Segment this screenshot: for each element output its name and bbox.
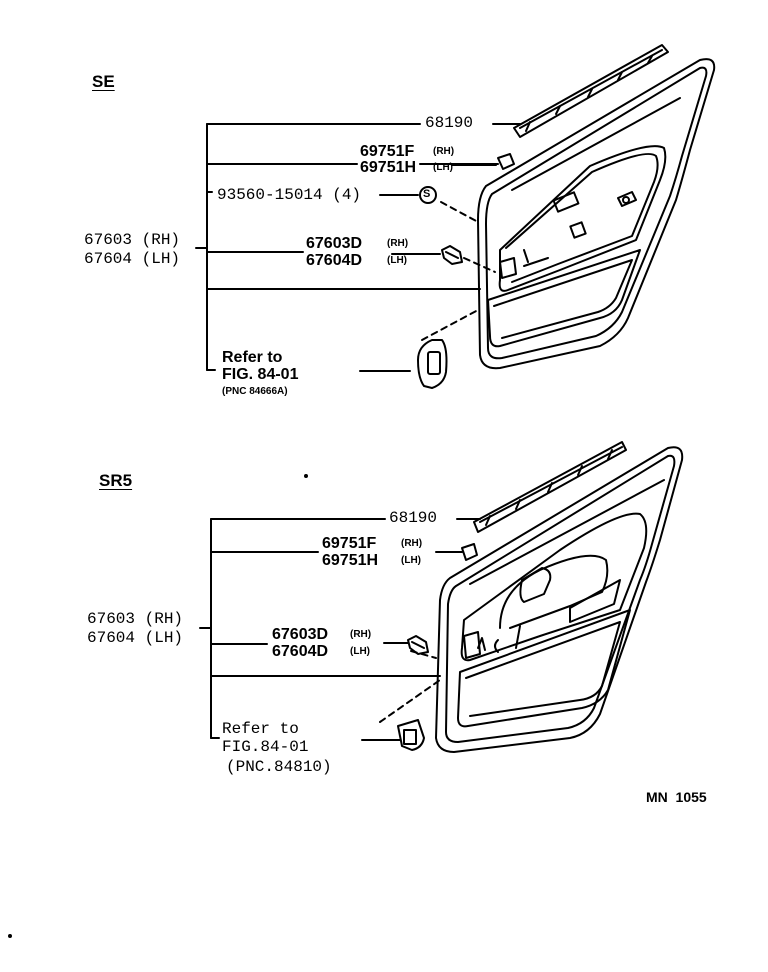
sr5-refer-line1: Refer to [222,720,299,738]
figure-code: MN 1055 [646,789,707,805]
sr5-clip-lh-label: 69751H [322,552,379,569]
se-fastener [441,245,463,265]
se-clip-rh-label: 69751F [360,143,415,160]
sr5-switch-bezel [397,719,425,751]
se-board-lh-label: 67604 (LH) [84,250,181,268]
se-fastener-rh-tag: (RH) [387,238,409,249]
sr5-clip [461,543,478,561]
se-refer-line2: FIG. 84-01 [222,366,299,383]
sr5-fastener-lh-tag: (LH) [350,646,370,657]
se-refer-line1: Refer to [222,349,283,366]
speck [8,934,12,938]
se-heading: SE [92,72,115,91]
se-refer-line3: (PNC 84666A) [222,386,288,397]
sr5-refer-line3: (PNC.84810) [226,758,332,776]
sr5-fastener-rh-label: 67603D [272,626,329,643]
se-clip-lh-label: 69751H [360,159,417,176]
speck [304,474,308,478]
sr5-board-lh-label: 67604 (LH) [87,629,184,647]
sr5-fastener-rh-tag: (RH) [350,629,372,640]
sr5-clip-lh-tag: (LH) [401,555,421,566]
sr5-fastener [407,635,429,655]
sr5-fastener-lh-label: 67604D [272,643,329,660]
se-switch-bezel [417,339,448,389]
sr5-clip-rh-tag: (RH) [401,538,423,549]
sr5-moulding-strip [473,441,627,533]
se-clip [497,153,515,170]
sr5-heading: SR5 [99,471,133,490]
se-fastener-lh-tag: (LH) [387,255,407,266]
se-clip-lh-tag: (LH) [433,162,453,173]
se-moulding-strip [513,44,669,138]
se-screw-symbol-label: S [423,188,431,200]
se-moulding-label: 68190 [425,114,474,132]
se-screw-symbol [419,186,437,204]
se-clip-rh-tag: (RH) [433,146,455,157]
sr5-moulding-label: 68190 [389,509,438,527]
se-leader-lines [195,123,521,372]
sr5-board-rh-label: 67603 (RH) [87,610,184,628]
se-screw-label: 93560-15014 (4) [217,186,362,204]
se-fastener-lh-label: 67604D [306,252,363,269]
se-door-trim-panel [477,58,716,370]
se-fastener-rh-label: 67603D [306,235,363,252]
se-board-rh-label: 67603 (RH) [84,231,181,249]
sr5-door-trim-panel [435,446,684,753]
sr5-clip-rh-label: 69751F [322,535,377,552]
sr5-leader-lines [199,518,481,741]
sr5-refer-line2: FIG.84-01 [222,738,309,756]
